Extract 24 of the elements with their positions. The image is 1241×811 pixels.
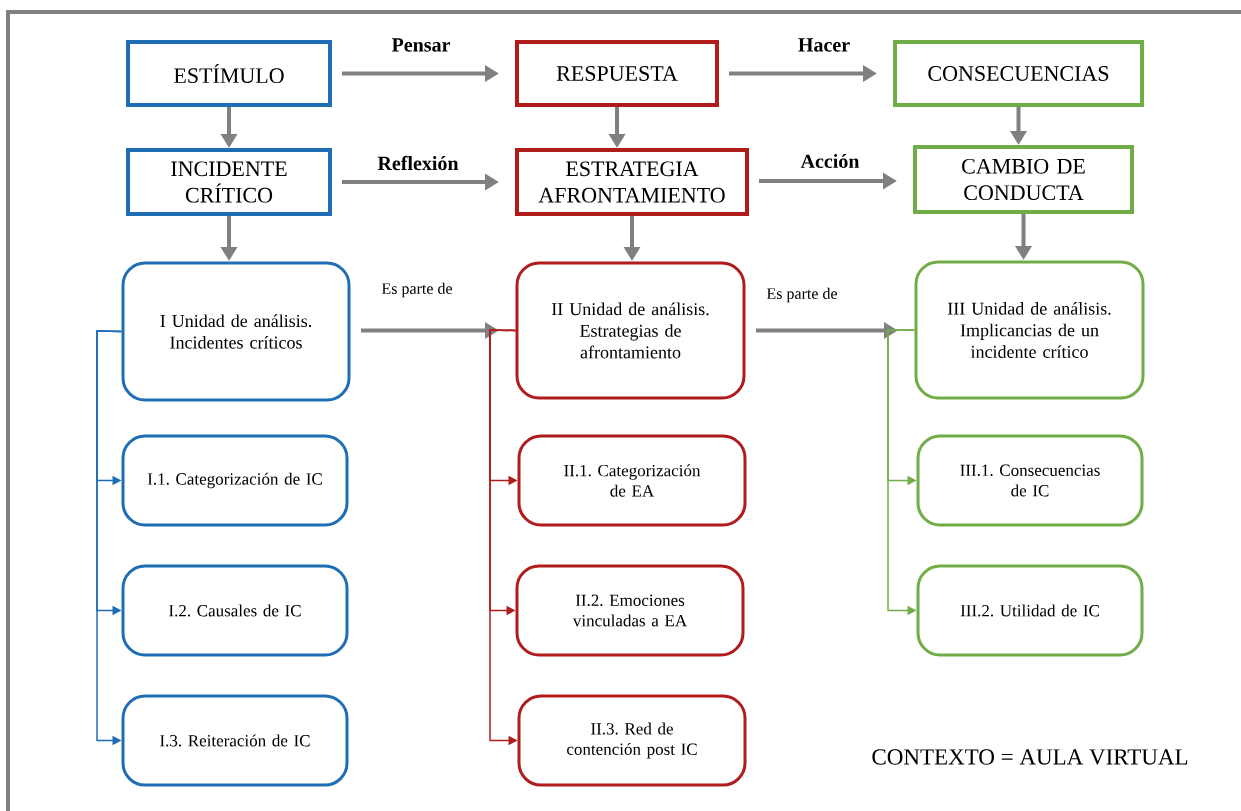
edge-label: Hacer: [796, 37, 852, 53]
edge-label: Acción: [799, 152, 861, 170]
edge-label: Es parte de: [380, 281, 454, 299]
concept-box: RESPUESTA: [515, 40, 719, 107]
edge-label: Reflexión: [376, 154, 460, 172]
concept-box: CAMBIO DE CONDUCTA: [913, 145, 1134, 214]
rounded-box: III.1. Consecuencias de IC: [916, 434, 1144, 527]
rounded-box: II.1. Categorización de EA: [517, 434, 747, 527]
rounded-box: II.2. Emociones vinculadas a EA: [515, 564, 745, 657]
concept-box: ESTRATEGIA AFRONTAMIENTO: [515, 148, 749, 216]
rounded-box: I Unidad de análisis. Incidentes críticos: [121, 261, 351, 402]
rounded-box: III.2. Utilidad de IC: [916, 564, 1144, 657]
rounded-box: I.1. Categorización de IC: [121, 434, 349, 527]
rounded-box: II.3. Red de contención post IC: [517, 694, 747, 787]
rounded-box: I.3. Reiteración de IC: [121, 694, 349, 787]
concept-box: ESTÍMULO: [126, 40, 332, 107]
edge-label: Es parte de: [765, 286, 839, 304]
rounded-box: III Unidad de análisis. Implicancias de un incidente crítico: [914, 260, 1145, 400]
concept-box: INCIDENTE CRÍTICO: [126, 148, 332, 216]
context-note: CONTEXTO = AULA VIRTUAL: [872, 749, 1188, 765]
concept-box: CONSECUENCIAS: [893, 40, 1144, 107]
edge-label: Pensar: [390, 37, 452, 53]
rounded-box: I.2. Causales de IC: [121, 564, 349, 657]
rounded-box: II Unidad de análisis. Estrategias de afrontamiento: [515, 261, 746, 400]
